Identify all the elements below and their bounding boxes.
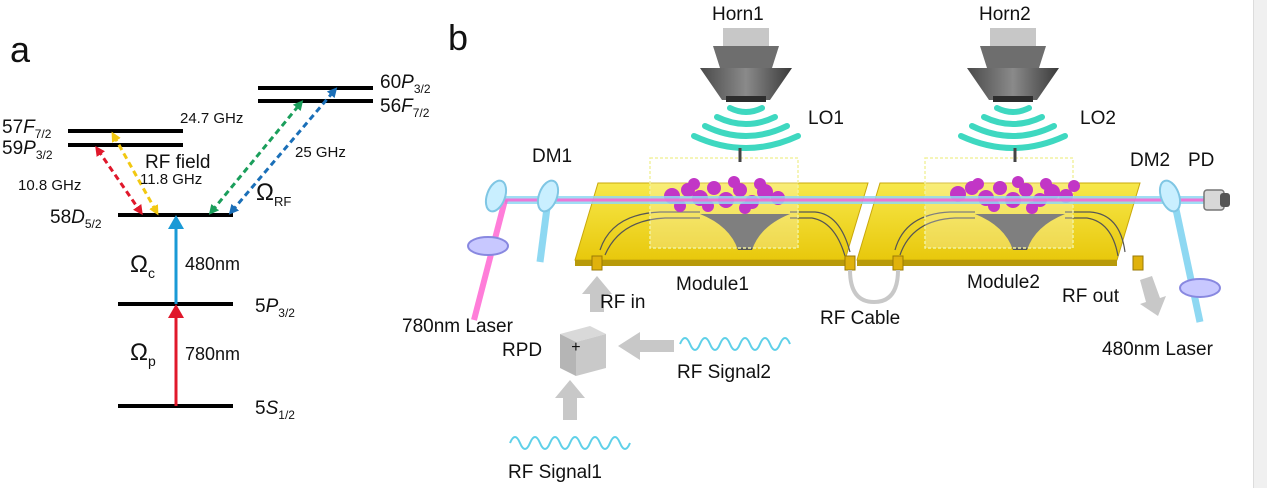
rf-in-label: RF in [600, 292, 645, 313]
module-traces [599, 211, 1126, 257]
freq-green-label: 24.7 GHz [180, 110, 243, 127]
label-58d52: 58D5/2 [50, 207, 102, 231]
rf-field-label: RF field [145, 152, 210, 173]
rf-transition-blue [228, 87, 338, 215]
coupling-arrowhead [168, 215, 184, 229]
dm1-label: DM1 [532, 146, 572, 167]
freq-red-label: 10.8 GHz [18, 177, 81, 194]
dm1-mirror [484, 179, 508, 213]
probe-wavelength-label: 780nm [185, 344, 240, 364]
horn1 [700, 28, 792, 102]
rf-signal2-label: RF Signal2 [677, 362, 771, 383]
laser-480-label: 480nm Laser [1102, 339, 1214, 360]
label-5p32: 5P3/2 [255, 296, 295, 320]
photodetector [1203, 189, 1230, 211]
panel-b-label: b [448, 17, 468, 58]
module2-label: Module2 [967, 272, 1040, 293]
mirror-780-input [467, 236, 509, 256]
rf-transition-red [95, 145, 143, 216]
rf-signal1-arrow [555, 380, 585, 420]
rf-in-arrow [582, 276, 612, 312]
lo2-label: LO2 [1080, 108, 1116, 129]
horn2-label: Horn2 [979, 4, 1031, 25]
module1-label: Module1 [676, 274, 749, 295]
probe-rabi-label: Ωp [130, 339, 156, 369]
probe-arrowhead [168, 304, 184, 318]
rf-signal2-wave [679, 337, 791, 351]
lo2-waves [958, 105, 1068, 151]
mirror-480-input [1179, 278, 1221, 298]
coupling-wavelength-label: 480nm [185, 254, 240, 274]
laser-780-label: 780nm Laser [402, 316, 514, 337]
freq-blue-label: 25 GHz [295, 144, 346, 161]
beam-780nm-input [471, 199, 508, 321]
rf-signal1-label: RF Signal1 [508, 462, 602, 483]
label-5s12: 5S1/2 [255, 398, 295, 422]
rpd-label: RPD [502, 340, 542, 361]
label-56f72: 56F7/2 [380, 96, 430, 120]
rf-signal2-arrow [618, 332, 674, 360]
vertical-scrollbar[interactable] [1253, 0, 1267, 488]
rf-rabi-label: ΩRF [256, 179, 291, 209]
rf-transition-yellow [111, 131, 159, 216]
rf-out-arrow [1140, 276, 1166, 316]
label-57f72: 57F7/2 [2, 117, 52, 141]
horn1-label: Horn1 [712, 4, 764, 25]
label-60p32: 60P3/2 [380, 72, 431, 96]
rf-signal1-wave [509, 436, 631, 450]
dm2-label: DM2 [1130, 150, 1170, 171]
rpd-symbol: + [571, 339, 580, 356]
beam-480nm-input [1170, 199, 1204, 323]
dm2-mirror [1158, 179, 1182, 213]
rf-cable-label: RF Cable [820, 308, 900, 329]
pd-label: PD [1188, 150, 1214, 171]
rf-out-label: RF out [1062, 286, 1120, 307]
panel-a-label: a [10, 29, 31, 70]
freq-yellow-label: 11.8 GHz [140, 171, 202, 188]
lo1-label: LO1 [808, 108, 844, 129]
coupling-rabi-label: Ωc [130, 251, 155, 281]
energy-level-diagram: 5S1/2 5P3/2 58D5/2 57F7/2 59P3/2 60P3/2 … [2, 72, 431, 422]
horn2 [967, 28, 1059, 102]
dm1-mirror-2 [536, 179, 560, 213]
experimental-setup: Horn1 Horn2 LO1 LO2 [402, 4, 1230, 483]
lo1-waves [691, 105, 801, 151]
rpd-combiner [560, 326, 606, 376]
label-59p32: 59P3/2 [2, 138, 53, 162]
rf-cable [848, 269, 900, 305]
